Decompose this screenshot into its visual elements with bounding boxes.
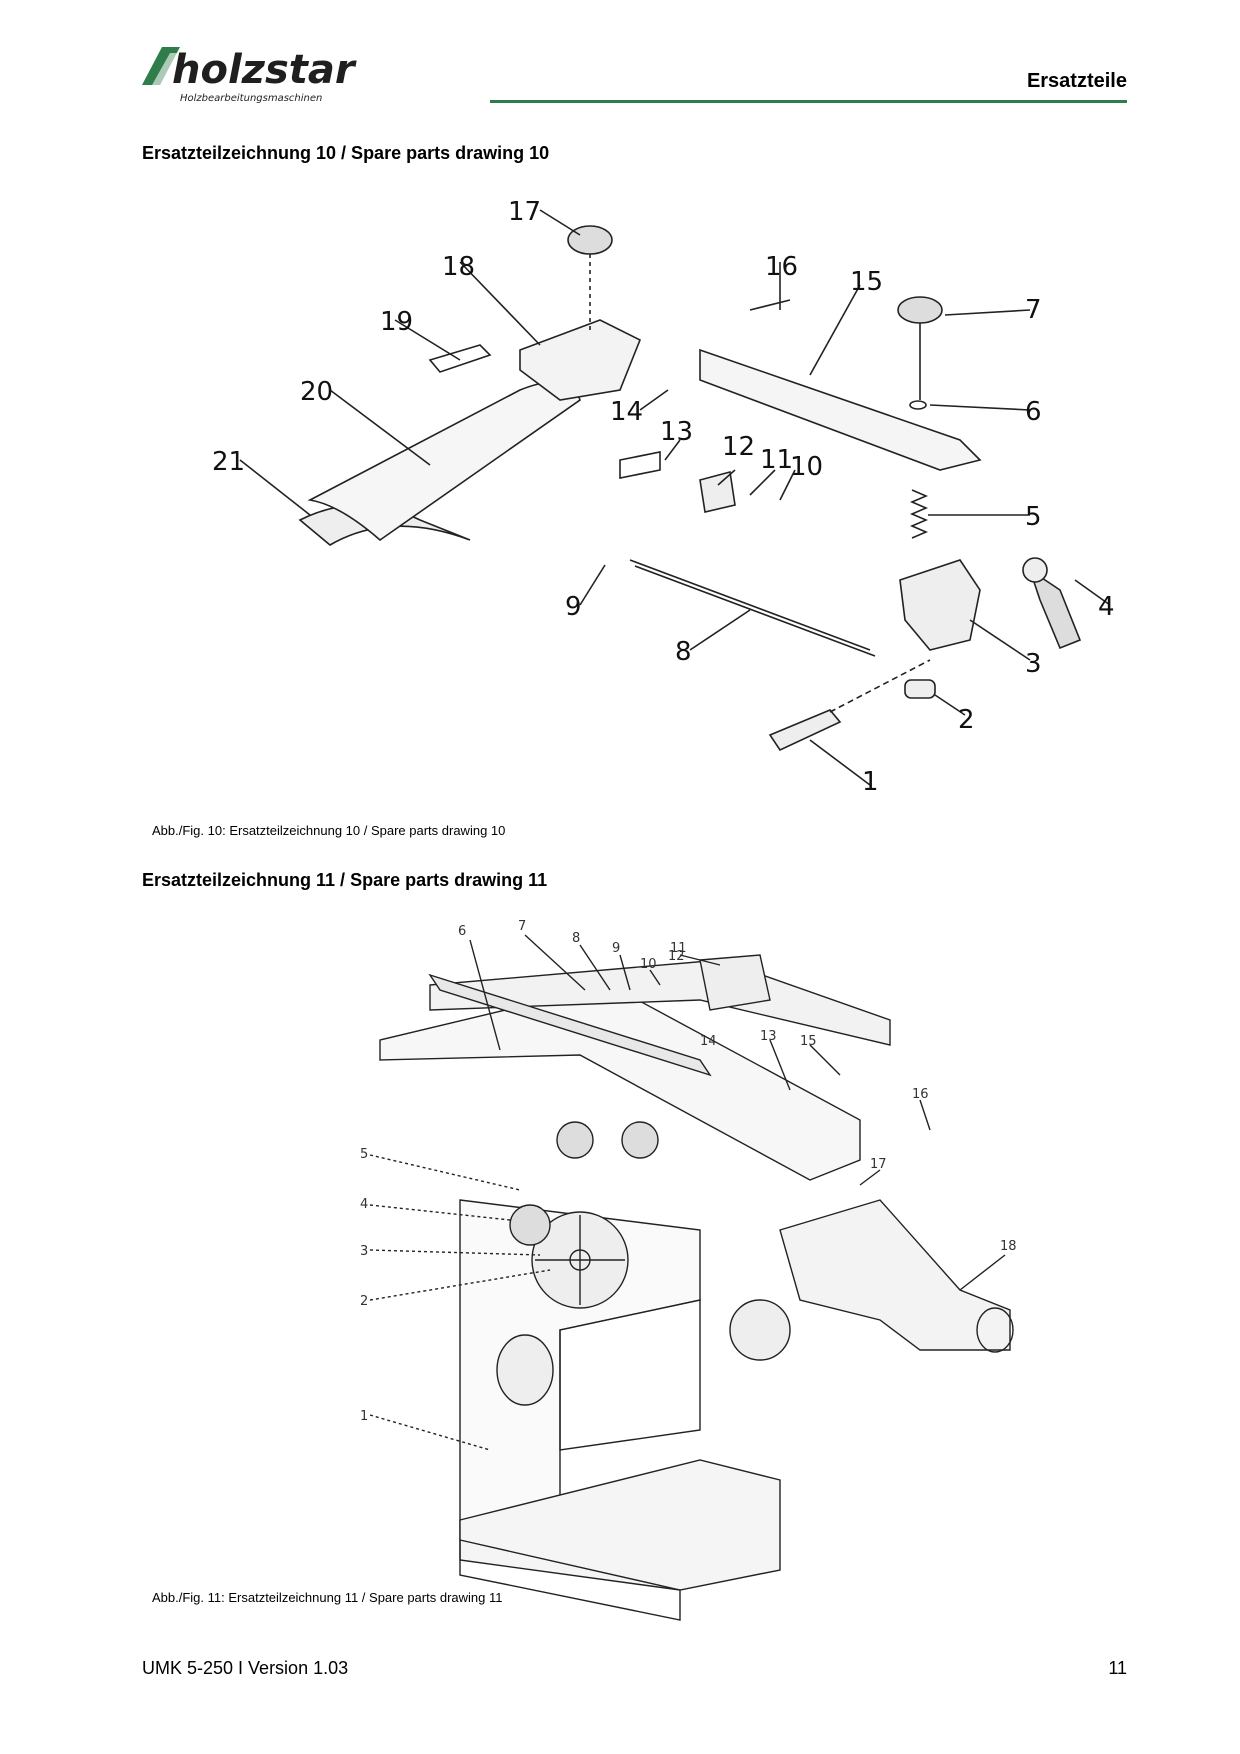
callout-6: 6: [1025, 397, 1042, 427]
drawing10-figure: 17 18 19 20 21 16 15 7 6 5 4 3 2 1 8 9 1…: [212, 197, 1115, 797]
svg-text:holzstar: holzstar: [172, 47, 357, 93]
callout-10: 10: [640, 957, 657, 972]
callout-1: 1: [360, 1409, 368, 1424]
callout-2: 2: [958, 705, 975, 735]
drawing11-caption: Abb./Fig. 11: Ersatzteilzeichnung 11 / S…: [152, 1590, 503, 1605]
callout-2: 2: [360, 1294, 368, 1309]
callout-6: 6: [458, 924, 466, 939]
drawing11-heading: Ersatzteilzeichnung 11 / Spare parts dra…: [142, 870, 548, 890]
callout-4: 4: [360, 1197, 368, 1212]
callout-1: 1: [862, 767, 879, 797]
callout-7: 7: [1025, 295, 1042, 325]
callout-18: 18: [442, 252, 475, 282]
footer-page-number: 11: [1108, 1658, 1127, 1678]
callout-13: 13: [660, 417, 693, 447]
callout-15: 15: [800, 1034, 817, 1049]
callout-3: 3: [360, 1244, 368, 1259]
callout-9: 9: [565, 592, 582, 622]
holzstar-logo: holzstar Holzbearbeitungsmaschinen: [142, 47, 357, 104]
callout-19: 19: [380, 307, 413, 337]
callout-7: 7: [518, 919, 526, 934]
callout-4: 4: [1098, 592, 1115, 622]
callout-20: 20: [300, 377, 333, 407]
callout-17: 17: [508, 197, 541, 227]
callout-17: 17: [870, 1157, 887, 1172]
callout-8: 8: [675, 637, 692, 667]
callout-14: 14: [610, 397, 643, 427]
callout-16: 16: [765, 252, 798, 282]
callout-5: 5: [360, 1147, 368, 1162]
callout-21: 21: [212, 447, 245, 477]
callout-12: 12: [668, 949, 685, 964]
callout-5: 5: [1025, 502, 1042, 532]
callout-12: 12: [722, 432, 755, 462]
callout-14: 14: [700, 1034, 717, 1049]
callout-11: 11: [760, 445, 793, 475]
footer-doc-version: UMK 5-250 I Version 1.03: [142, 1658, 349, 1678]
callout-15: 15: [850, 267, 883, 297]
drawing10-caption: Abb./Fig. 10: Ersatzteilzeichnung 10 / S…: [152, 823, 506, 838]
callout-16: 16: [912, 1087, 929, 1102]
callout-13: 13: [760, 1029, 777, 1044]
callout-8: 8: [572, 931, 580, 946]
callout-18: 18: [1000, 1239, 1017, 1254]
section-title: Ersatzteile: [1026, 70, 1127, 92]
callout-11: 11: [670, 941, 687, 956]
drawing10-heading: Ersatzteilzeichnung 10 / Spare parts dra…: [142, 143, 550, 163]
callout-3: 3: [1025, 649, 1042, 679]
callout-10: 10: [790, 452, 823, 482]
header-rule: [490, 100, 1127, 103]
callout-9: 9: [612, 941, 620, 956]
svg-text:Holzbearbeitungsmaschinen: Holzbearbeitungsmaschinen: [180, 93, 322, 104]
